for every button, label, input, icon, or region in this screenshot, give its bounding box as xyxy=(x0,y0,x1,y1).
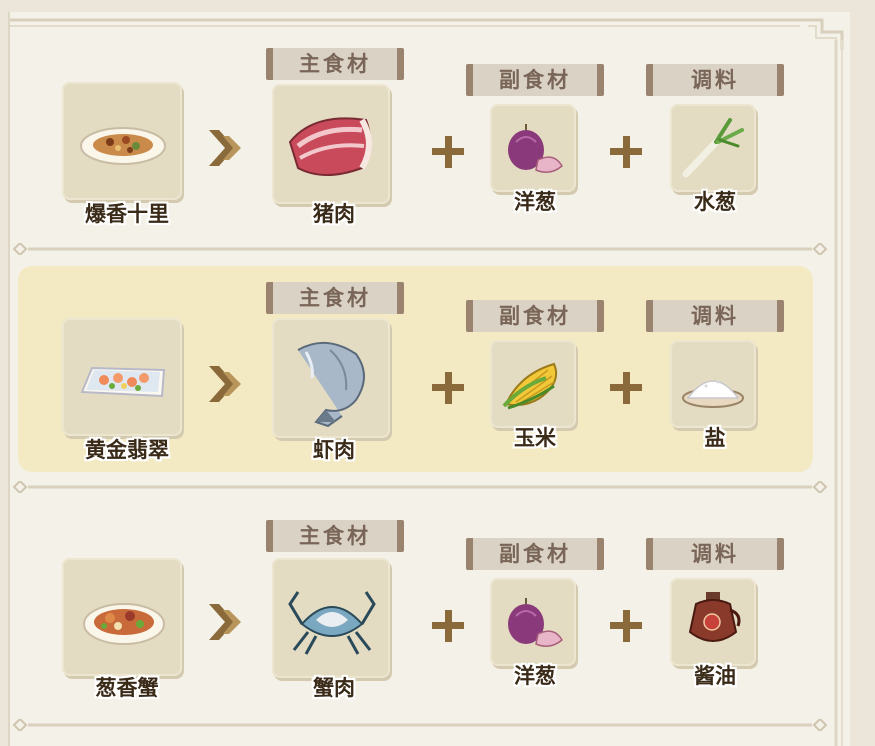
seasoning-tile[interactable] xyxy=(670,104,756,192)
side-ingredient-tag: 副食材 xyxy=(466,538,604,570)
onion-icon xyxy=(508,598,563,647)
seasoning-name: 盐 xyxy=(704,426,726,450)
panel-right-rail xyxy=(834,40,843,746)
chevron-right-icon xyxy=(209,604,241,640)
main-ingredient-name: 猪肉 xyxy=(313,202,355,226)
seasoning-tag: 调料 xyxy=(646,64,784,96)
dish-name: 葱香蟹 xyxy=(95,676,159,700)
side-ingredient-tile[interactable] xyxy=(490,340,576,428)
row-divider xyxy=(12,481,828,493)
side-ingredient-tag: 副食材 xyxy=(466,64,604,96)
main-ingredient-tile[interactable] xyxy=(272,318,390,438)
scallion-icon xyxy=(682,118,744,178)
main-ingredient-tag: 主食材 xyxy=(266,282,404,314)
corn-icon xyxy=(502,362,558,410)
crab-icon xyxy=(288,591,376,655)
plus-icon xyxy=(432,610,464,642)
dish-name: 黄金翡翠 xyxy=(85,438,169,462)
chevron-right-icon xyxy=(209,130,241,166)
seasoning-tile[interactable] xyxy=(670,340,756,428)
main-ingredient-tag: 主食材 xyxy=(266,48,404,80)
dish-tile[interactable] xyxy=(62,82,182,200)
side-ingredient-name: 玉米 xyxy=(514,426,556,450)
plus-icon xyxy=(610,136,642,168)
main-ingredient-tag: 主食材 xyxy=(266,520,404,552)
main-ingredient-tile[interactable] xyxy=(272,558,390,678)
soy-sauce-icon xyxy=(688,592,741,642)
salt-icon xyxy=(682,380,744,408)
seasoning-name: 水葱 xyxy=(694,190,736,214)
seasoning-tag: 调料 xyxy=(646,300,784,332)
panel-top-frame xyxy=(10,18,844,50)
dish-tile[interactable] xyxy=(62,318,182,436)
row-divider xyxy=(12,719,828,731)
main-ingredient-name: 虾肉 xyxy=(313,438,355,462)
onion-icon xyxy=(508,124,563,173)
dish-tile[interactable] xyxy=(62,558,182,676)
shrimp-plate-icon xyxy=(80,366,166,398)
side-ingredient-tile[interactable] xyxy=(490,578,576,666)
row-divider xyxy=(12,243,828,255)
main-ingredient-name: 蟹肉 xyxy=(313,676,355,700)
dish-name: 爆香十里 xyxy=(85,202,169,226)
plus-icon xyxy=(432,136,464,168)
chevron-right-icon xyxy=(209,366,241,402)
seasoning-name: 酱油 xyxy=(694,664,736,688)
seasoning-tile[interactable] xyxy=(670,578,756,666)
crab-plate-icon xyxy=(83,603,165,645)
shrimp-icon xyxy=(297,341,365,428)
side-ingredient-name: 洋葱 xyxy=(514,190,556,214)
pork-icon xyxy=(288,117,372,176)
seasoning-tag: 调料 xyxy=(646,538,784,570)
stir-fry-plate-icon xyxy=(80,127,166,165)
plus-icon xyxy=(610,372,642,404)
recipe-row[interactable]: 葱香蟹 主食材 蟹肉 副食材 洋葱 调料 xyxy=(0,500,840,718)
side-ingredient-tag: 副食材 xyxy=(466,300,604,332)
recipe-row[interactable]: 黄金翡翠 主食材 虾肉 副食材 玉米 调料 xyxy=(0,262,840,480)
main-ingredient-tile[interactable] xyxy=(272,84,390,204)
plus-icon xyxy=(610,610,642,642)
side-ingredient-tile[interactable] xyxy=(490,104,576,192)
plus-icon xyxy=(432,372,464,404)
side-ingredient-name: 洋葱 xyxy=(514,664,556,688)
recipe-row[interactable]: 爆香十里 主食材 猪肉 副食材 洋葱 调料 xyxy=(0,40,840,258)
